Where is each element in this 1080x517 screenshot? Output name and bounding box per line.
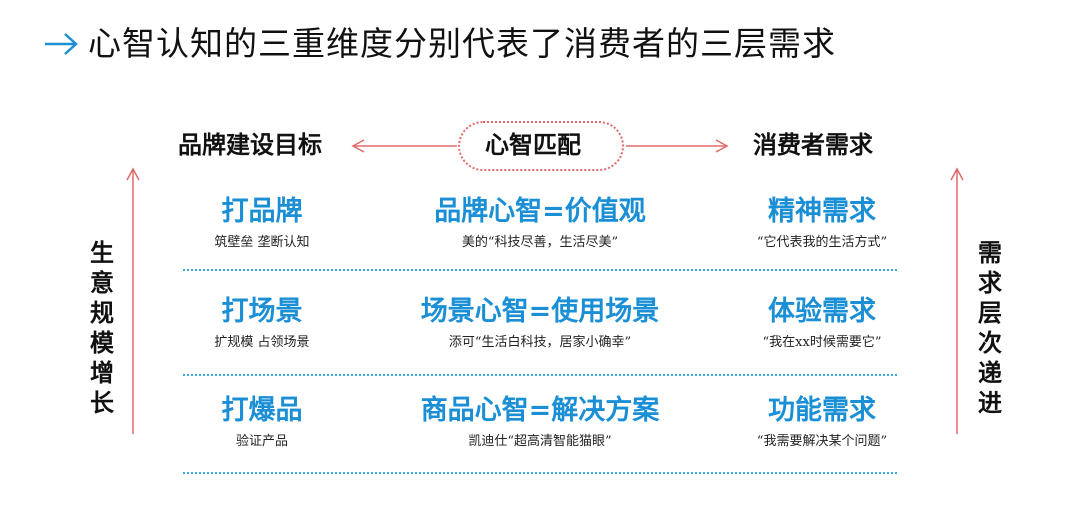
arrow-right-connector-icon bbox=[626, 139, 729, 153]
side-label-char: 次 bbox=[978, 328, 1002, 357]
mind-example-3: 凯迪仕“超高清智能猫眼” bbox=[468, 434, 612, 449]
need-quote-2: “我在xx时候需要它” bbox=[762, 335, 882, 350]
header-brand-goal: 品牌建设目标 bbox=[178, 130, 322, 159]
side-label-need-progression: 需 求 层 次 递 进 bbox=[975, 238, 1005, 418]
need-1: 精神需求 bbox=[768, 196, 876, 227]
row-divider bbox=[183, 269, 897, 271]
side-label-char: 需 bbox=[978, 238, 1002, 267]
need-2: 体验需求 bbox=[768, 296, 876, 327]
need-3: 功能需求 bbox=[768, 395, 876, 426]
need-quote-3: “我需要解决某个问题” bbox=[756, 434, 888, 449]
side-label-business-growth: 生 意 规 模 增 长 bbox=[87, 238, 117, 418]
side-label-char: 求 bbox=[978, 268, 1002, 297]
arrow-up-right-icon bbox=[950, 167, 964, 434]
side-label-char: 增 bbox=[90, 358, 114, 387]
side-label-char: 长 bbox=[90, 388, 114, 417]
mind-3: 商品心智=解决方案 bbox=[420, 395, 660, 426]
side-label-char: 层 bbox=[978, 298, 1002, 327]
side-label-char: 意 bbox=[90, 268, 114, 297]
brand-goal-2: 打场景 bbox=[221, 296, 303, 327]
need-quote-1: “它代表我的生活方式” bbox=[756, 235, 888, 250]
header-consumer-need: 消费者需求 bbox=[753, 130, 873, 159]
page-title: 心智认知的三重维度分别代表了消费者的三层需求 bbox=[88, 24, 836, 63]
brand-goal-3: 打爆品 bbox=[221, 395, 303, 426]
match-pill-outline bbox=[458, 121, 624, 171]
brand-goal-note-2: 扩规模 占领场景 bbox=[214, 335, 310, 350]
header-mind-match: 心智匹配 bbox=[485, 130, 581, 159]
arrow-right-icon bbox=[45, 33, 78, 55]
arrow-up-left-icon bbox=[126, 167, 140, 434]
side-label-char: 规 bbox=[90, 298, 114, 327]
mind-example-2: 添可“生活白科技，居家小确幸” bbox=[448, 335, 632, 350]
mind-2: 场景心智=使用场景 bbox=[420, 296, 660, 327]
brand-goal-note-3: 验证产品 bbox=[235, 434, 288, 449]
mind-1: 品牌心智=价值观 bbox=[434, 196, 646, 227]
row-divider bbox=[183, 374, 897, 376]
side-label-char: 进 bbox=[978, 388, 1002, 417]
side-label-char: 生 bbox=[90, 238, 114, 267]
side-label-char: 模 bbox=[90, 328, 114, 357]
row-divider bbox=[183, 472, 897, 474]
brand-goal-1: 打品牌 bbox=[221, 196, 303, 227]
brand-goal-note-1: 筑壁垒 垄断认知 bbox=[214, 235, 310, 250]
mind-example-1: 美的“科技尽善，生活尽美” bbox=[461, 235, 619, 250]
side-label-char: 递 bbox=[978, 358, 1002, 387]
arrow-left-icon bbox=[351, 139, 457, 153]
